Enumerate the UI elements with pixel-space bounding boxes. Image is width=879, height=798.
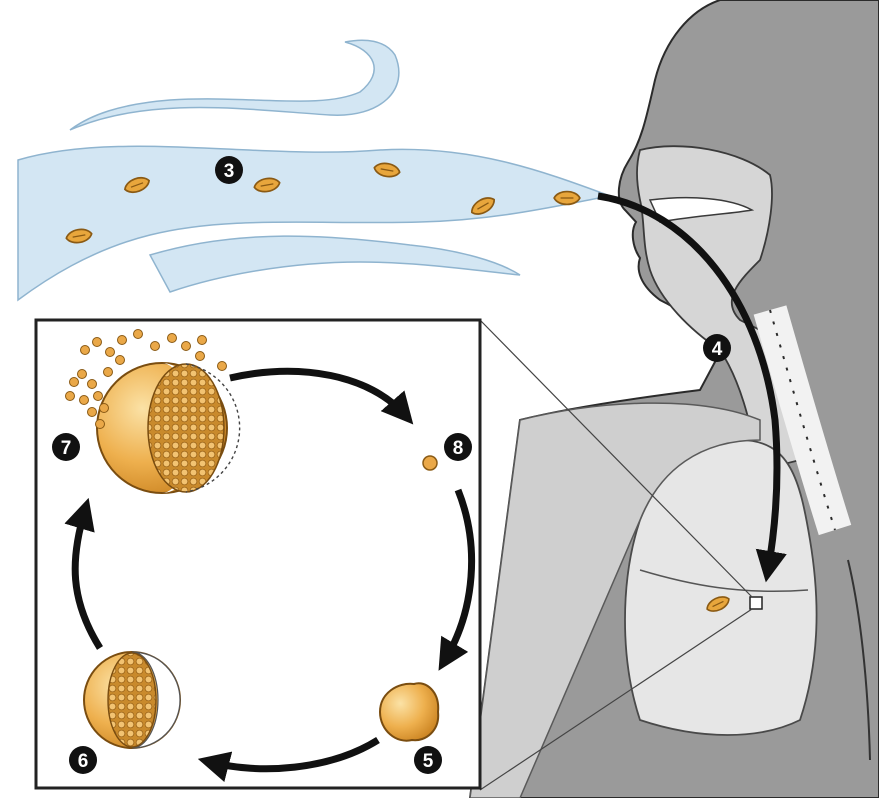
endospore-icon (70, 378, 79, 387)
endospore-icon (96, 420, 105, 429)
endospore-icon (106, 348, 115, 357)
step-badge-8: 8 (444, 433, 472, 461)
endospore-icon (104, 368, 113, 377)
step-badge-3: 3 (215, 156, 243, 184)
spherule-interior (108, 653, 156, 747)
endospore-icon (94, 392, 103, 401)
endospore-icon (196, 352, 205, 361)
endospore-icon (93, 338, 102, 347)
human-silhouette (470, 0, 879, 798)
step-label-3: 3 (224, 161, 235, 182)
airflow-lower-stream (150, 236, 520, 292)
airflow-streams (18, 40, 610, 300)
endospore-icon (198, 336, 207, 345)
step-label-5: 5 (423, 751, 434, 772)
step-badge-6: 6 (69, 746, 97, 774)
alveolus-marker (750, 597, 762, 609)
endospore-icon (78, 370, 87, 379)
spore-icon (554, 192, 580, 205)
endospore-icon (80, 396, 89, 405)
developing-spherule (84, 652, 180, 748)
endospore-icon (81, 346, 90, 355)
airflow-upper-curl (70, 40, 399, 130)
endospore-icon (118, 336, 127, 345)
rounded-arthroconidium-icon (380, 683, 438, 740)
step-label-8: 8 (453, 438, 464, 459)
endospore-icon (66, 392, 75, 401)
life-cycle-inset: 7 8 5 6 (36, 320, 480, 788)
spherule-interior (148, 364, 224, 492)
endospore-icon (116, 356, 125, 365)
endospore-icon (182, 342, 191, 351)
endospore-icon (168, 334, 177, 343)
endospore-icon (88, 380, 97, 389)
endospore-icon (151, 342, 160, 351)
endospore-icon (100, 404, 109, 413)
step-badge-4: 4 (703, 334, 731, 362)
step-label-4: 4 (712, 339, 723, 360)
airflow-main-stream (18, 146, 610, 300)
step-badge-5: 5 (414, 746, 442, 774)
free-endospore-icon (423, 456, 437, 470)
step-label-7: 7 (61, 438, 72, 459)
endospore-icon (218, 362, 227, 371)
endospore-icon (134, 330, 143, 339)
endospore-icon (88, 408, 97, 417)
step-label-6: 6 (78, 751, 89, 772)
step-badge-7: 7 (52, 433, 80, 461)
